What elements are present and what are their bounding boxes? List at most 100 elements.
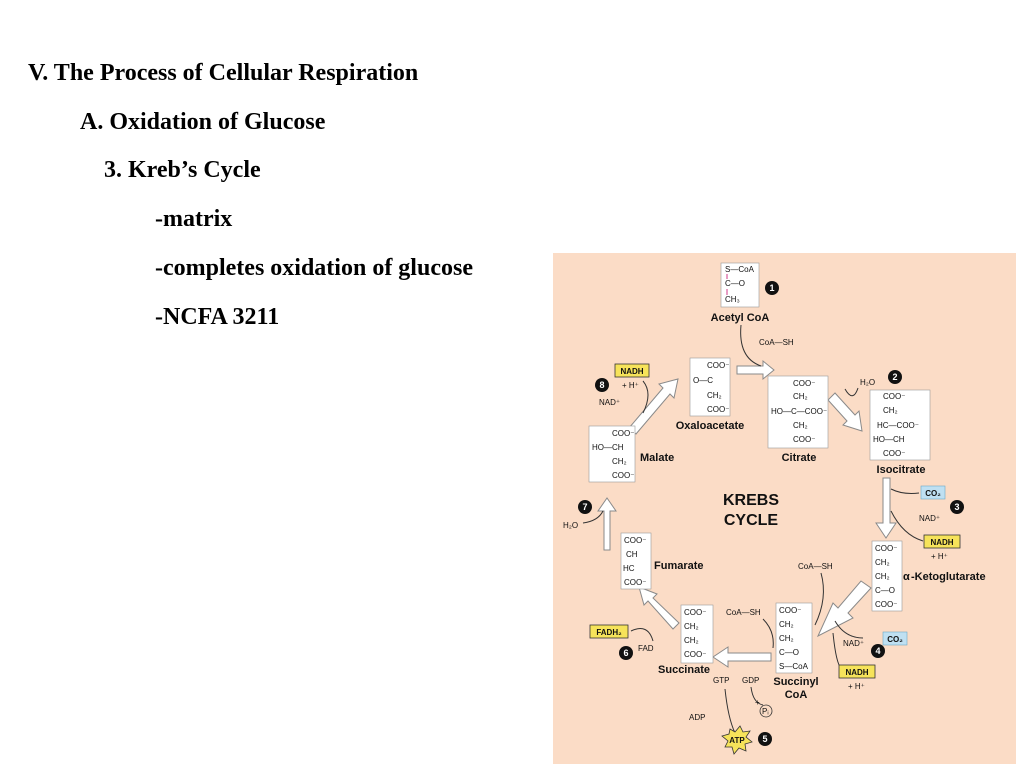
step8-nadh-box bbox=[614, 363, 650, 378]
cit-ho-c-coo: HO—C—COO⁻ bbox=[771, 407, 827, 416]
step-4-marker bbox=[871, 644, 885, 658]
atp-burst bbox=[721, 725, 753, 755]
step-8-number: 8 bbox=[599, 380, 604, 390]
succinate-structure bbox=[680, 604, 714, 664]
step3-h-plus: + H⁺ bbox=[931, 552, 948, 561]
cit-coo-1: COO⁻ bbox=[793, 379, 815, 388]
step8-nadh: NADH bbox=[620, 367, 643, 376]
succ-coo-1: COO⁻ bbox=[684, 608, 706, 617]
step5-gdp: GDP bbox=[742, 676, 759, 685]
oxaloacetate-label: Oxaloacetate bbox=[676, 420, 744, 432]
cycle-title-line1: KREBS bbox=[723, 492, 779, 509]
step5-coa-arc bbox=[762, 618, 774, 649]
slide-heading: V. The Process of Cellular Respiration bbox=[28, 60, 419, 86]
scoa-ch2-2: CH₂ bbox=[779, 634, 794, 643]
step-8-marker bbox=[595, 378, 609, 392]
cit-coo-2: COO⁻ bbox=[793, 435, 815, 444]
scoa-c-o: C—O bbox=[779, 648, 799, 657]
step8-arc bbox=[642, 380, 649, 414]
step3-nadh-box bbox=[923, 534, 961, 549]
step5-adp: ADP bbox=[689, 713, 705, 722]
acetyl-entry-arc bbox=[740, 324, 762, 367]
step-6-marker bbox=[619, 646, 633, 660]
step5-atp: ATP bbox=[729, 736, 745, 745]
fum-hc: HC bbox=[623, 564, 635, 573]
oxal-coo-2: COO⁻ bbox=[707, 405, 729, 414]
step-6-number: 6 bbox=[623, 648, 628, 658]
scoa-ch2-1: CH₂ bbox=[779, 620, 794, 629]
akg-c-eq-o: C—O bbox=[875, 586, 895, 595]
step4-co2-arc bbox=[834, 620, 864, 639]
oxaloacetate-structure bbox=[689, 357, 731, 417]
arrow-citrate-isocitrate bbox=[827, 392, 863, 432]
cit-ch2-2: CH₂ bbox=[793, 421, 808, 430]
malate-label: Malate bbox=[640, 452, 674, 464]
step3-nadh-arc bbox=[890, 510, 924, 542]
succ-coo-2: COO⁻ bbox=[684, 650, 706, 659]
succ-ch2-1: CH₂ bbox=[684, 622, 699, 631]
iso-ch2: CH₂ bbox=[883, 406, 898, 415]
akg-coo-1: COO⁻ bbox=[875, 544, 897, 553]
bullet-oxidation: -completes oxidation of glucose bbox=[155, 255, 473, 281]
step-3-marker bbox=[950, 500, 964, 514]
acetyl-coa-label: Acetyl CoA bbox=[711, 312, 770, 324]
bullet-matrix: -matrix bbox=[155, 206, 233, 232]
step2-h2o: H₂O bbox=[860, 378, 875, 387]
step5-gtp: GTP bbox=[713, 676, 729, 685]
step8-nad: NAD⁺ bbox=[599, 398, 620, 407]
alpha-symbol: α bbox=[903, 571, 910, 583]
acetyl-s-coa: S—CoA bbox=[725, 265, 755, 274]
citrate-structure bbox=[767, 375, 829, 449]
step3-nad: NAD⁺ bbox=[919, 514, 940, 523]
acetyl-coa-structure bbox=[720, 262, 760, 308]
step-1-number: 1 bbox=[769, 283, 774, 293]
step-7-number: 7 bbox=[582, 502, 587, 512]
step6-fadh2: FADH₂ bbox=[596, 628, 622, 637]
diagram-background bbox=[553, 253, 1016, 764]
iso-coo-2: COO⁻ bbox=[883, 449, 905, 458]
step3-co2-arc bbox=[890, 488, 920, 494]
slide-topic: 3. Kreb’s Cycle bbox=[104, 157, 261, 183]
mal-ch2: CH₂ bbox=[612, 457, 627, 466]
step5-pi: Pᵢ bbox=[762, 707, 769, 716]
mal-ho-ch: HO—CH bbox=[592, 443, 624, 452]
step3-co2: CO₂ bbox=[925, 489, 941, 498]
step5-atp-arc bbox=[724, 688, 736, 734]
fumarate-label: Fumarate bbox=[654, 560, 704, 572]
pi-circle bbox=[759, 704, 773, 718]
step4-nadh: NADH bbox=[845, 668, 868, 677]
isocitrate-label: Isocitrate bbox=[877, 464, 926, 476]
ketoglutarate-structure bbox=[871, 540, 903, 612]
step5-plus: + bbox=[755, 698, 760, 707]
arrow-oxaloacetate-citrate bbox=[736, 359, 775, 381]
iso-hc-coo: HC—COO⁻ bbox=[877, 421, 919, 430]
step4-co2-box bbox=[882, 631, 908, 646]
malate-structure bbox=[588, 425, 636, 483]
arrow-malate-oxaloacetate bbox=[628, 378, 679, 435]
oxal-coo-1: COO⁻ bbox=[707, 361, 729, 370]
arrow-ketoglutarate-succinylcoa bbox=[816, 580, 872, 638]
acetyl-c-o: C—O bbox=[725, 279, 745, 288]
isocitrate-structure bbox=[869, 389, 931, 461]
step6-fadh2-box bbox=[589, 624, 629, 639]
step-3-number: 3 bbox=[954, 502, 959, 512]
step4-nad: NAD⁺ bbox=[843, 639, 864, 648]
krebs-cycle-diagram: KREBS CYCLE S—CoA C—O CH₃ Acetyl CoA CoA… bbox=[553, 253, 1016, 764]
step-1-marker bbox=[765, 281, 779, 295]
step3-co2-box bbox=[920, 485, 946, 500]
oxal-ch2: CH₂ bbox=[707, 391, 722, 400]
scoa-coo: COO⁻ bbox=[779, 606, 801, 615]
coa-sh-release: CoA—SH bbox=[759, 338, 794, 347]
step-5-number: 5 bbox=[762, 734, 767, 744]
akg-coo-2: COO⁻ bbox=[875, 600, 897, 609]
step-2-marker bbox=[888, 370, 902, 384]
succinylcoa-structure bbox=[775, 602, 813, 674]
succinyl-label-2: CoA bbox=[785, 689, 808, 701]
fum-coo-1: COO⁻ bbox=[624, 536, 646, 545]
akg-ch2-2: CH₂ bbox=[875, 572, 890, 581]
arrow-succinylcoa-succinate bbox=[712, 646, 772, 668]
succ-ch2-2: CH₂ bbox=[684, 636, 699, 645]
iso-coo-1: COO⁻ bbox=[883, 392, 905, 401]
mal-coo-2: COO⁻ bbox=[612, 471, 634, 480]
step8-h-plus: + H⁺ bbox=[622, 381, 639, 390]
